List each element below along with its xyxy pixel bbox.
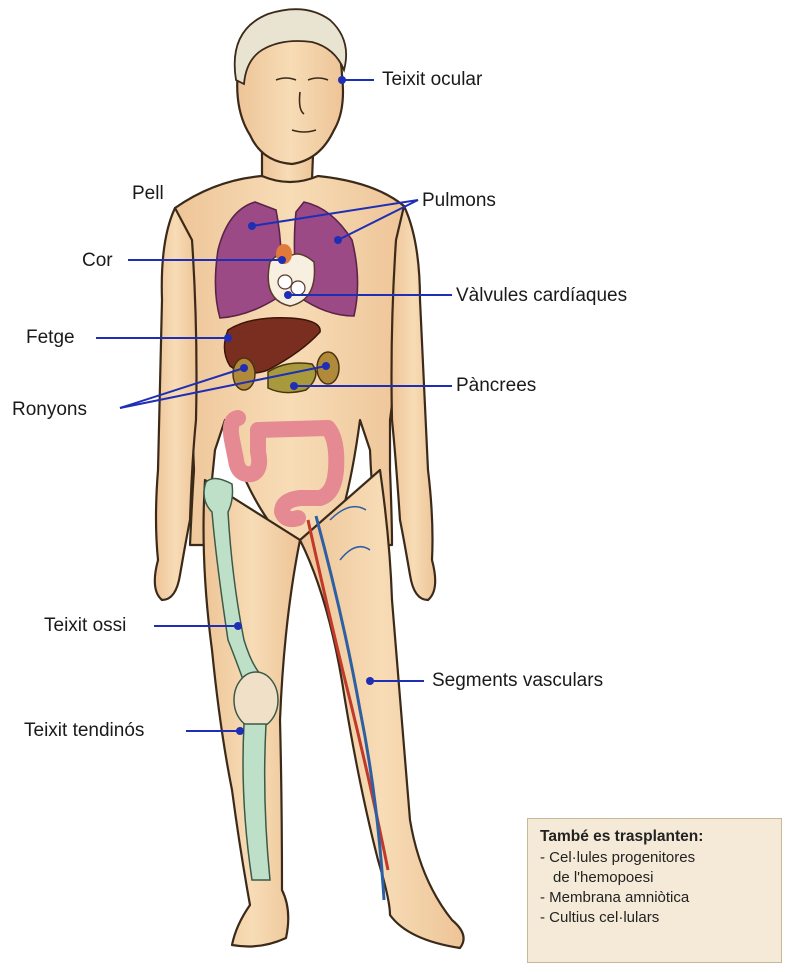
body-silhouette: [155, 18, 464, 948]
infobox-item: - Cultius cel·lulars: [540, 908, 771, 928]
label-valvules-cardiaques: Vàlvules cardíaques: [456, 285, 627, 307]
label-pell: Pell: [132, 183, 164, 205]
label-pancrees: Pàncrees: [456, 375, 536, 397]
label-fetge: Fetge: [26, 327, 75, 349]
label-ronyons: Ronyons: [12, 399, 87, 421]
infobox-item: - Membrana amniòtica: [540, 888, 771, 908]
label-segments-vasculars: Segments vasculars: [432, 670, 603, 692]
infobox-item: - Cel·lules progenitores: [540, 848, 771, 868]
label-teixit-ossi: Teixit ossi: [44, 615, 126, 637]
also-transplanted-box: També es trasplanten: - Cel·lules progen…: [527, 818, 782, 963]
infobox-title: També es trasplanten:: [540, 828, 771, 846]
infobox-item: de l'hemopoesi: [540, 868, 771, 888]
label-cor: Cor: [82, 250, 113, 272]
label-teixit-tendinos: Teixit tendinós: [24, 720, 144, 742]
label-pulmons: Pulmons: [422, 190, 496, 212]
label-teixit-ocular: Teixit ocular: [382, 69, 482, 91]
